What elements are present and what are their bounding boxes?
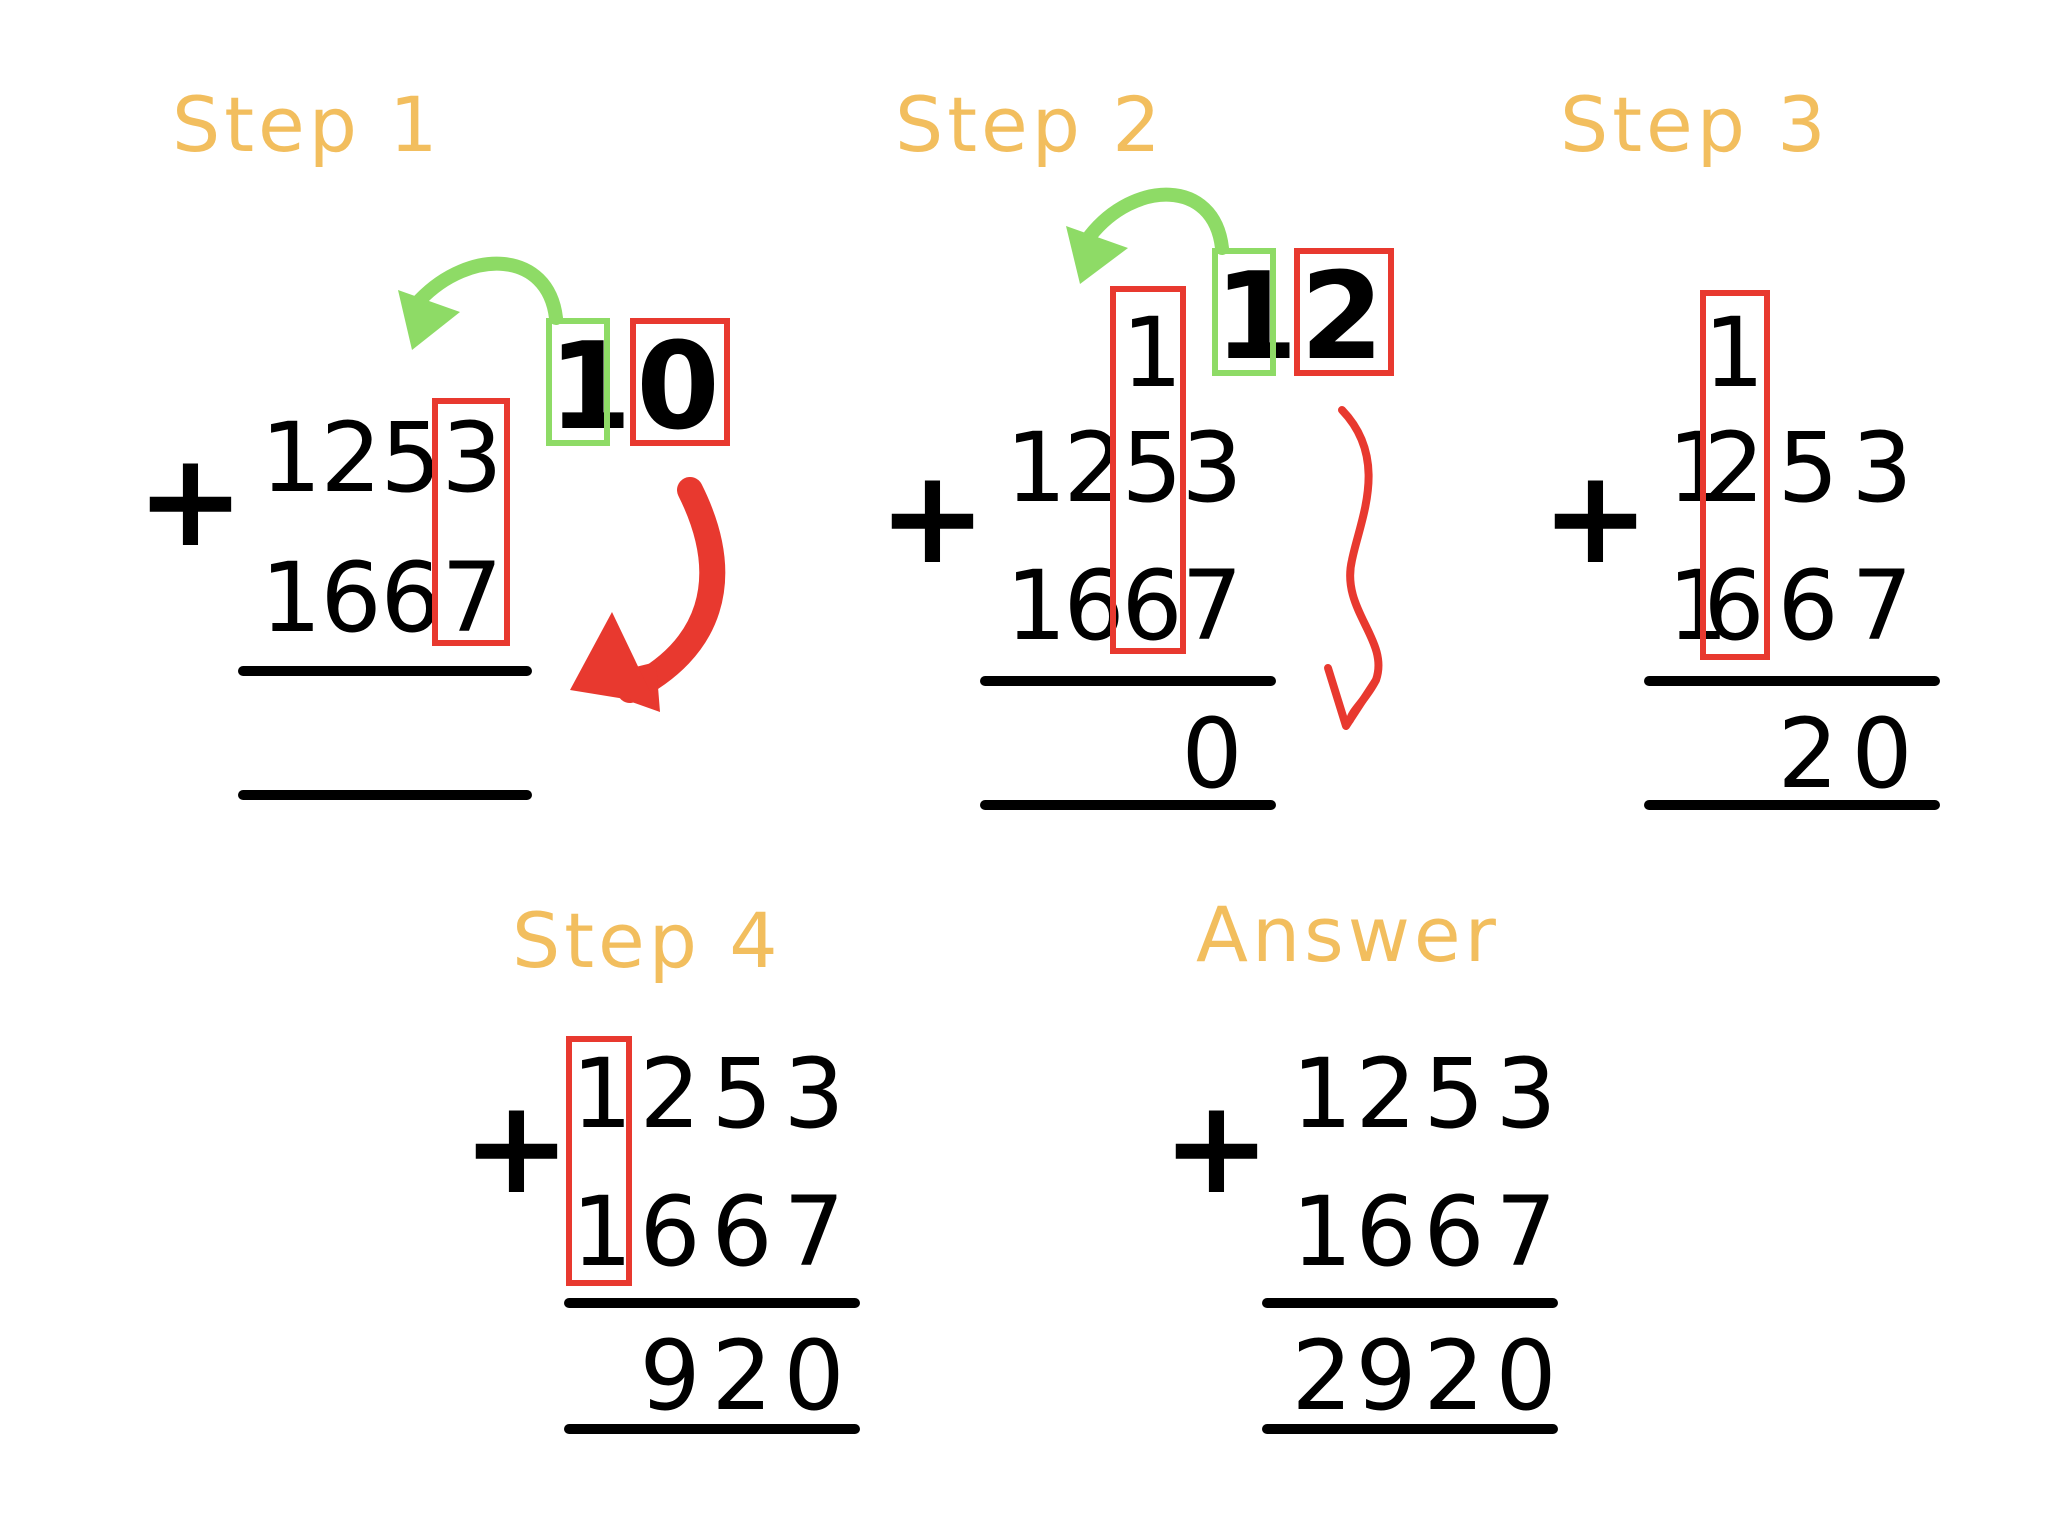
step-2-title: Step 2	[895, 80, 1165, 169]
result-digit: 0	[1181, 698, 1243, 810]
addend-top-digit: 5	[1777, 412, 1839, 524]
answer-line	[1262, 1298, 1558, 1308]
carry-digit: 1	[1703, 297, 1765, 409]
addend-bottom-digit: 7	[783, 1176, 845, 1288]
answer-title: Answer	[1196, 890, 1500, 979]
result-arrow-icon	[570, 477, 726, 712]
addend-top-digit: 1	[1667, 412, 1729, 524]
carry-arrow-icon	[398, 256, 563, 350]
result-digit: 0	[1495, 1320, 1557, 1432]
step-4-title: Step 4	[512, 896, 782, 985]
addend-top-digit: 2	[639, 1038, 701, 1150]
result-digit: 9	[1355, 1320, 1417, 1432]
result-digit: 2	[1291, 1320, 1353, 1432]
addend-bottom-digit: 6	[1355, 1176, 1417, 1288]
addend-top-digit: 3	[441, 402, 503, 514]
tens-column-highlight	[1110, 286, 1186, 654]
addend-bottom-digit: 1	[260, 542, 322, 654]
addend-top-digit: 3	[783, 1038, 845, 1150]
answer-underline	[1644, 800, 1940, 810]
addend-top-digit: 1	[1291, 1038, 1353, 1150]
answer-line	[238, 666, 532, 676]
addend-bottom-digit: 6	[1121, 550, 1183, 662]
answer-line	[1644, 676, 1940, 686]
step-3-title: Step 3	[1560, 80, 1830, 169]
addend-bottom-digit: 6	[1423, 1176, 1485, 1288]
addend-top-digit: 1	[1005, 412, 1067, 524]
carry-digit: 1	[1214, 248, 1298, 387]
answer-underline	[238, 790, 532, 800]
addend-bottom-digit: 7	[1181, 550, 1243, 662]
carry-arrow-icon	[1066, 187, 1229, 284]
result-digit: 2	[711, 1320, 773, 1432]
addend-bottom-digit: 6	[711, 1176, 773, 1288]
plus-sign: +	[1541, 441, 1650, 593]
hundreds-column-highlight	[1700, 290, 1770, 660]
column-sum-digit: 0	[636, 318, 720, 457]
carry-digit: 1	[1121, 297, 1183, 409]
addend-bottom-digit: 1	[571, 1176, 633, 1288]
result-digit: 0	[1851, 698, 1913, 810]
answer-line	[980, 676, 1276, 686]
addend-top-digit: 2	[1355, 1038, 1417, 1150]
sum-digit-box	[1294, 248, 1394, 376]
addend-top-digit: 2	[320, 402, 382, 514]
addend-bottom-digit: 1	[1291, 1176, 1353, 1288]
addend-top-digit: 5	[711, 1038, 773, 1150]
addend-bottom-digit: 1	[1005, 550, 1067, 662]
addend-bottom-digit: 7	[441, 542, 503, 654]
addend-top-digit: 1	[260, 402, 322, 514]
addend-top-digit: 3	[1495, 1038, 1557, 1150]
ones-column-highlight	[432, 398, 510, 646]
addend-top-digit: 5	[380, 402, 442, 514]
answer-line	[564, 1298, 860, 1308]
result-digit: 0	[783, 1320, 845, 1432]
addend-top-digit: 5	[1423, 1038, 1485, 1150]
addend-bottom-digit: 6	[1703, 550, 1765, 662]
carry-digit: 1	[548, 318, 632, 457]
addend-bottom-digit: 6	[1777, 550, 1839, 662]
column-sum-digit: 2	[1300, 248, 1384, 387]
addend-top-digit: 1	[571, 1038, 633, 1150]
answer-underline	[564, 1424, 860, 1434]
addend-bottom-digit: 6	[320, 542, 382, 654]
carry-box	[546, 318, 610, 446]
addend-bottom-digit: 6	[380, 542, 442, 654]
addend-top-digit: 3	[1181, 412, 1243, 524]
addend-top-digit: 3	[1851, 412, 1913, 524]
plus-sign: +	[462, 1071, 571, 1223]
result-digit: 2	[1423, 1320, 1485, 1432]
plus-sign: +	[1162, 1071, 1271, 1223]
plus-sign: +	[136, 424, 245, 576]
addend-bottom-digit: 7	[1851, 550, 1913, 662]
result-digit: 2	[1777, 698, 1839, 810]
thousands-column-highlight	[566, 1036, 632, 1286]
plus-sign: +	[878, 441, 987, 593]
step-1-title: Step 1	[172, 80, 442, 169]
addend-bottom-digit: 6	[639, 1176, 701, 1288]
answer-underline	[1262, 1424, 1558, 1434]
carry-box	[1212, 248, 1276, 376]
sum-digit-box	[630, 318, 730, 446]
result-digit: 9	[639, 1320, 701, 1432]
addend-bottom-digit: 1	[1667, 550, 1729, 662]
squiggle-arrow-icon	[1324, 406, 1383, 730]
answer-underline	[980, 800, 1276, 810]
addend-top-digit: 5	[1121, 412, 1183, 524]
addend-top-digit: 2	[1703, 412, 1765, 524]
addend-bottom-digit: 7	[1495, 1176, 1557, 1288]
